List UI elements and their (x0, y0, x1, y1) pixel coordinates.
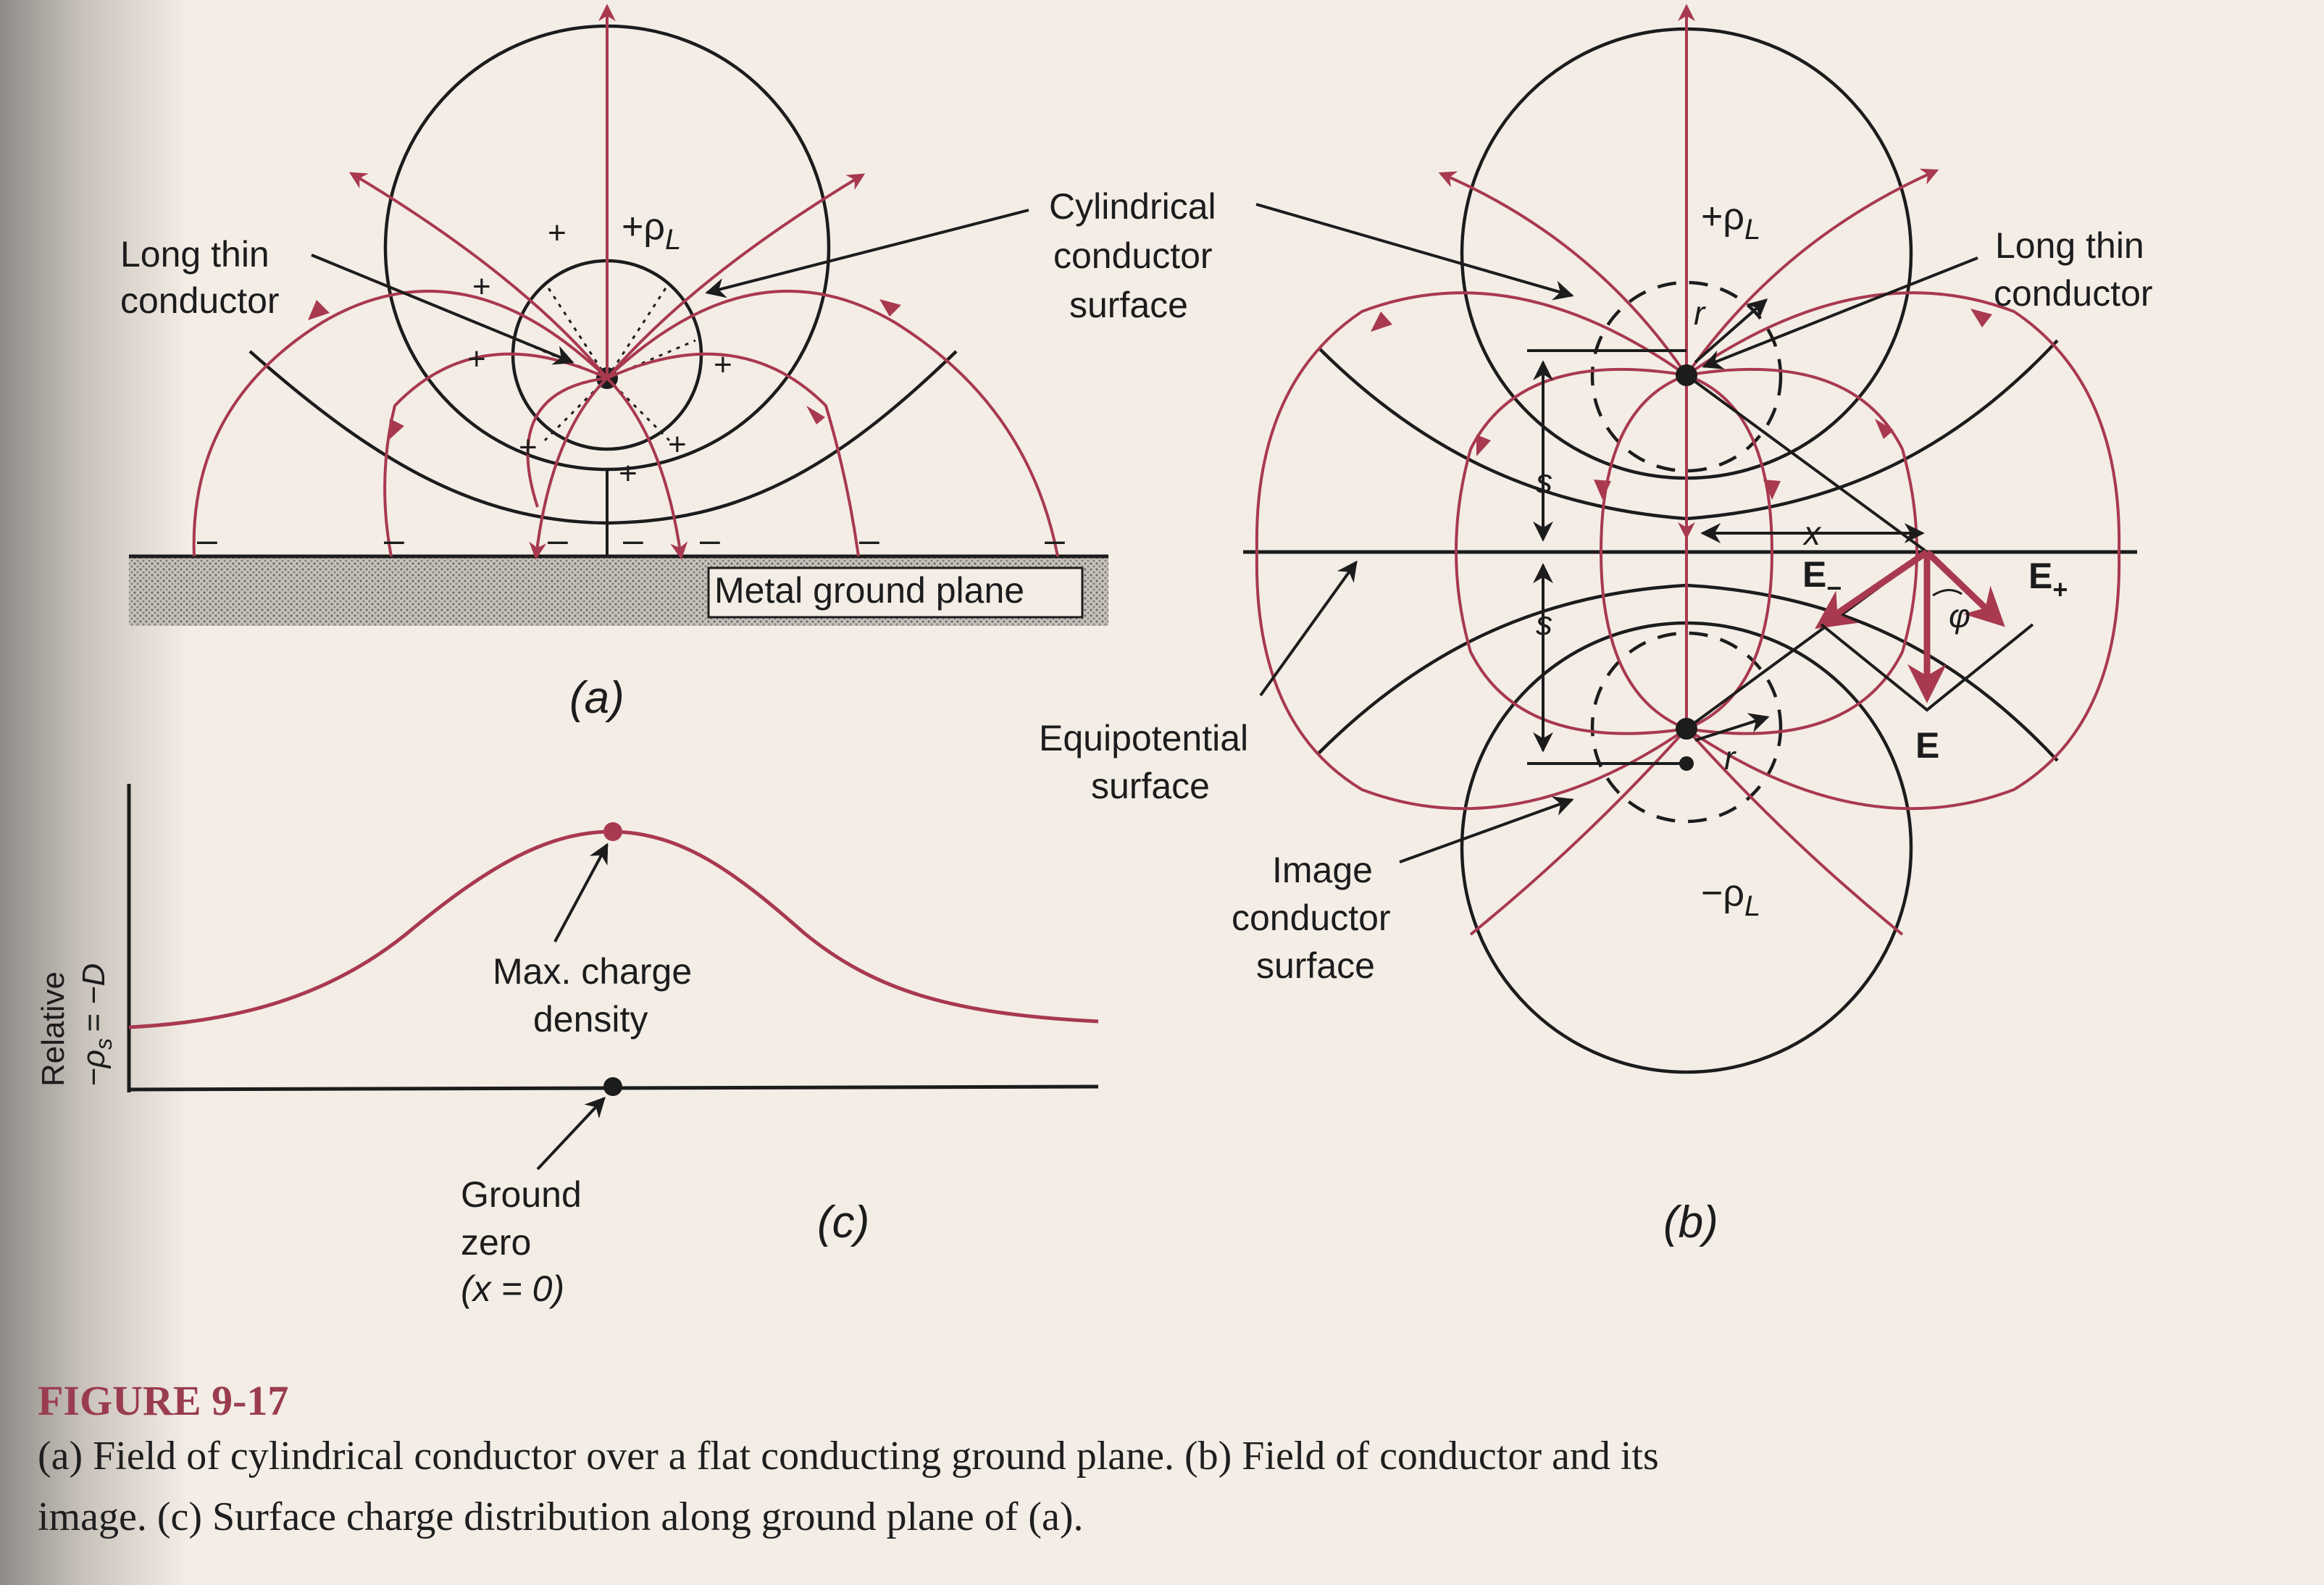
phi-label: φ (1949, 597, 1970, 635)
charge-density-curve (128, 829, 1099, 1029)
ground-zero-label-2: zero (461, 1222, 531, 1263)
svg-text:–: – (700, 519, 720, 560)
long-thin-label-a-2: conductor (120, 280, 280, 321)
caption-line-2: image. (c) Surface charge distribution a… (38, 1494, 1084, 1539)
long-thin-pointer-b (1702, 256, 1978, 369)
caption-line-1: (a) Field of cylindrical conductor over … (38, 1434, 1659, 1479)
conductor-dashed-top (1590, 280, 1783, 473)
s-label-top: s (1536, 462, 1552, 500)
long-thin-label-b-1: Long thin (1995, 225, 2144, 266)
panel-c-ylabel: Relative −ρs= −D (35, 963, 117, 1087)
ground-zero-label-1: Ground (461, 1174, 582, 1215)
cyl-label-3: surface (1069, 285, 1188, 325)
r-label-top: r (1694, 294, 1706, 332)
e-vectors (1815, 549, 2034, 712)
panel-c-label: (c) (817, 1197, 869, 1247)
svg-text:–: – (384, 519, 404, 560)
long-thin-label-b-2: conductor (1994, 273, 2153, 314)
panel-a-label: (a) (569, 673, 624, 723)
rho-l-label-bottom: −ρL (1701, 872, 1760, 922)
e-label: E (1915, 725, 1939, 766)
image-pointer (1399, 796, 1574, 863)
field-lines-a (192, 4, 1059, 560)
svg-text:−ρs= −D: −ρs= −D (76, 963, 117, 1087)
svg-text:–: – (859, 519, 879, 560)
svg-text:–: – (1045, 519, 1065, 560)
svg-text:+: + (519, 430, 538, 465)
rho-l-label-a: +ρL (622, 206, 681, 256)
figure-number: FIGURE 9-17 (38, 1377, 289, 1424)
cyl-label-1: Cylindrical (1049, 186, 1216, 227)
image-label-2: conductor (1232, 898, 1391, 938)
figure-caption: (a) Field of cylindrical conductor over … (38, 1426, 2211, 1547)
s-label-bottom: s (1536, 604, 1552, 642)
panel-a: Metal ground plane (120, 4, 1216, 723)
svg-text:+: + (619, 456, 638, 491)
max-charge-label-1: Max. charge (493, 951, 692, 992)
cyl-pointer-a (705, 209, 1029, 298)
svg-text:–: – (548, 519, 568, 560)
panel-b-label: (b) (1663, 1197, 1718, 1247)
ground-zero-pointer (536, 1096, 606, 1171)
max-charge-point (603, 822, 622, 841)
panel-c: Max. charge density Ground zero (x = 0) … (35, 784, 1099, 1309)
panel-b: s s x r r E− E+ E φ +ρL −ρL Long thin co… (1039, 4, 2153, 1247)
page-binding-shadow (0, 0, 188, 1585)
conductor-dashed-bottom (1590, 631, 1783, 824)
svg-text:Relative: Relative (35, 971, 71, 1087)
surface-plus-charges: + + + + + + + (467, 215, 732, 491)
x-label: x (1802, 514, 1822, 552)
image-label-3: surface (1256, 945, 1375, 986)
svg-text:–: – (197, 519, 217, 560)
field-lines-b (1255, 4, 2121, 936)
ground-zero-point (603, 1077, 622, 1096)
e-minus-label: E− (1802, 554, 1842, 603)
svg-text:+: + (714, 347, 732, 382)
image-label-1: Image (1272, 850, 1373, 890)
rho-l-label-top: +ρL (1701, 196, 1760, 246)
r-pointer-bottom (1694, 713, 1770, 742)
equip-pointer (1259, 560, 1358, 697)
cyl-label-2: conductor (1053, 235, 1213, 276)
svg-text:–: – (623, 519, 643, 560)
line-to-point-top (1685, 374, 1928, 553)
field-arrowheads-b (1371, 309, 1992, 500)
svg-text:+: + (467, 341, 486, 377)
field-arrowheads-a (308, 299, 901, 440)
svg-text:+: + (548, 215, 567, 251)
long-thin-label-a-1: Long thin (120, 234, 269, 275)
max-charge-pointer (553, 842, 609, 942)
equip-label-2: surface (1091, 766, 1210, 806)
equip-label-1: Equipotential (1039, 718, 1248, 758)
ground-plane-label: Metal ground plane (714, 570, 1024, 611)
svg-text:+: + (668, 427, 687, 462)
s-dimension (1527, 349, 1686, 765)
long-thin-pointer-a (311, 254, 574, 365)
ground-plane-label-box (707, 566, 1084, 619)
ground-minus-charges: – – – – – – – (197, 519, 1065, 560)
r-pointer-top (1694, 298, 1768, 364)
equipotential-curve-a (248, 350, 958, 525)
max-charge-label-2: density (533, 999, 648, 1040)
e-plus-label: E+ (2028, 556, 2068, 604)
ground-zero-label-3: (x = 0) (461, 1268, 564, 1309)
cyl-pointer-b (1255, 203, 1574, 301)
r-label-bottom: r (1724, 739, 1736, 777)
svg-text:+: + (472, 269, 491, 304)
